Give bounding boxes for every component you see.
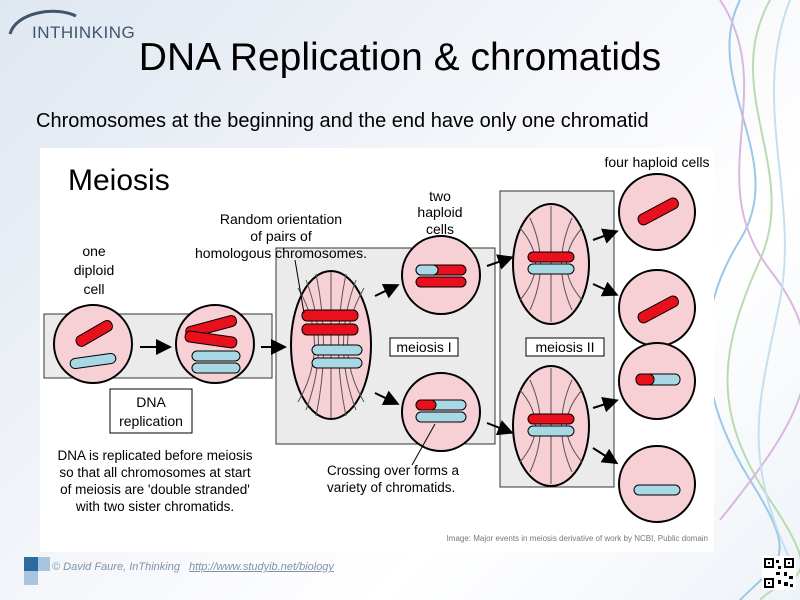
meiosis-diagram: Meiosis xyxy=(40,148,714,552)
label-haploid: haploid xyxy=(417,204,462,220)
meiosis-2-spindle-bottom xyxy=(512,365,590,487)
haploid-cell-top xyxy=(401,235,481,315)
label-meiosis-1: meiosis I xyxy=(396,339,451,355)
meiosis-heading: Meiosis xyxy=(68,164,170,197)
logo-text: INTHINKING xyxy=(32,23,136,42)
orientation-pointer xyxy=(294,259,305,314)
label-of-pairs: of pairs of xyxy=(250,228,312,244)
note-dna-line-3: of meiosis are 'double stranded' xyxy=(60,482,250,497)
footer: © David Faure, InThinking http://www.stu… xyxy=(52,561,334,573)
note-dna-line-1: DNA is replicated before meiosis xyxy=(57,448,252,463)
note-crossing-line-2: variety of chromatids. xyxy=(327,480,455,495)
label-replication: replication xyxy=(119,413,183,429)
footer-square-light xyxy=(38,557,50,571)
crossing-pointer xyxy=(411,423,436,466)
meiosis-1-spindle-cell xyxy=(290,270,372,420)
label-random-orientation: Random orientation xyxy=(220,211,342,227)
label-cell: cell xyxy=(83,281,104,297)
inthinking-logo: INTHINKING xyxy=(6,4,135,44)
final-cell-3 xyxy=(618,342,696,420)
label-diploid: diploid xyxy=(74,262,114,278)
process-arrows xyxy=(140,228,619,465)
diploid-cell xyxy=(53,304,133,384)
note-dna-line-2: so that all chromosomes at start xyxy=(59,465,251,480)
footer-square-dark xyxy=(24,557,38,571)
haploid-cell-bottom xyxy=(401,372,481,452)
qr-code-icon xyxy=(762,556,796,590)
meiosis-diagram-svg: Meiosis xyxy=(43,154,710,543)
slide-subtitle: Chromosomes at the beginning and the end… xyxy=(36,110,649,132)
label-dna: DNA xyxy=(136,394,166,410)
label-four-haploid: four haploid cells xyxy=(604,154,709,170)
note-crossing-line-1: Crossing over forms a xyxy=(327,463,460,478)
slide-title: DNA Replication & chromatids xyxy=(138,36,662,79)
label-two: two xyxy=(429,188,451,204)
final-cell-2 xyxy=(618,269,696,347)
label-homologous: homologous chromosomes. xyxy=(195,245,367,261)
label-meiosis-2: meiosis II xyxy=(535,339,594,355)
footer-copyright: © David Faure, InThinking xyxy=(52,561,180,573)
final-cell-1 xyxy=(618,173,696,251)
footer-link[interactable]: http://www.studyib.net/biology xyxy=(189,561,334,573)
replicated-cell xyxy=(175,304,255,384)
label-cells: cells xyxy=(426,221,454,237)
meiosis-2-label-box xyxy=(525,337,605,357)
meiosis-1-label-box xyxy=(389,337,459,357)
image-credit: Image: Major events in meiosis derivativ… xyxy=(447,534,708,543)
label-one: one xyxy=(82,243,106,259)
final-cell-4 xyxy=(618,445,696,523)
note-dna-line-4: with two sister chromatids. xyxy=(75,499,234,514)
meiosis-2-spindle-top xyxy=(512,203,590,325)
footer-square-light-2 xyxy=(24,571,38,585)
dna-replication-label-box xyxy=(109,388,193,434)
